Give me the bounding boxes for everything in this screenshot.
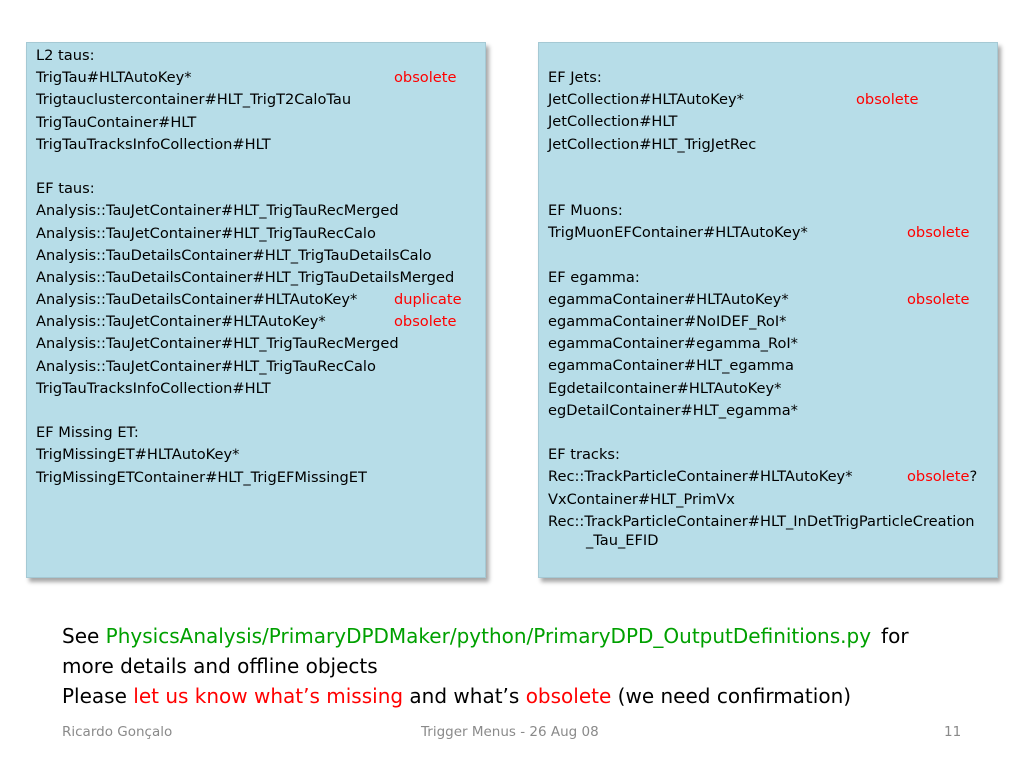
spacer bbox=[36, 400, 477, 422]
collection-name: Analysis::TauJetContainer#HLTAutoKey* bbox=[36, 313, 326, 331]
collection-name: Analysis::TauDetailsContainer#HLTAutoKey… bbox=[36, 291, 358, 309]
duplicate-tag: duplicate bbox=[394, 291, 462, 309]
list-item: Analysis::TauJetContainer#HLT_TrigTauRec… bbox=[36, 357, 376, 375]
list-item: Analysis::TauDetailsContainer#HLT_TrigTa… bbox=[36, 246, 432, 264]
list-item: VxContainer#HLT_PrimVx bbox=[548, 490, 735, 508]
obsolete-link[interactable]: obsolete bbox=[525, 684, 612, 708]
l2-taus-heading: L2 taus: bbox=[36, 47, 95, 64]
page-number: 11 bbox=[944, 724, 962, 740]
list-item: TrigMissingET#HLTAutoKey* bbox=[36, 446, 240, 464]
ef-jets-heading: EF Jets: bbox=[548, 69, 602, 86]
missing-link[interactable]: let us know what’s missing bbox=[133, 684, 404, 708]
confirmation-text: (we need confirmation) bbox=[617, 684, 852, 708]
collection-name: egammaContainer#HLTAutoKey* bbox=[548, 290, 789, 308]
list-item: Egdetailcontainer#HLTAutoKey* bbox=[548, 379, 782, 397]
please-text: Please bbox=[62, 684, 127, 708]
obsolete-tag: obsolete bbox=[907, 290, 970, 308]
file-path-link[interactable]: PhysicsAnalysis/PrimaryDPDMaker/python/P… bbox=[105, 624, 872, 648]
spacer bbox=[548, 178, 991, 200]
footer-line-2: more details and offline objects bbox=[62, 654, 378, 678]
list-item: TrigTau#HLTAutoKey* obsolete bbox=[36, 67, 477, 89]
for-text: for bbox=[881, 624, 909, 648]
list-item: egDetailContainer#HLT_egamma* bbox=[548, 401, 798, 419]
list-item: TrigTauContainer#HLT bbox=[36, 113, 197, 131]
ef-muons-heading: EF Muons: bbox=[548, 202, 623, 220]
list-item: egammaContainer#NoIDEF_RoI* bbox=[548, 313, 787, 331]
list-item: TrigMuonEFContainer#HLTAutoKey* obsolete bbox=[548, 222, 991, 244]
spacer bbox=[548, 245, 991, 267]
ef-taus-heading: EF taus: bbox=[36, 180, 95, 198]
and-whats-text: and what’s bbox=[409, 684, 520, 708]
ef-missing-et-heading: EF Missing ET: bbox=[36, 424, 139, 442]
list-item: Analysis::TauJetContainer#HLT_TrigTauRec… bbox=[36, 335, 399, 353]
collection-name: TrigMuonEFContainer#HLTAutoKey* bbox=[548, 224, 808, 242]
list-item: egammaContainer#HLT_egamma bbox=[548, 357, 794, 375]
list-item: egammaContainer#egamma_RoI* bbox=[548, 335, 798, 353]
list-item: JetCollection#HLTAutoKey* obsolete bbox=[548, 89, 991, 111]
list-item: TrigMissingETContainer#HLT_TrigEFMissing… bbox=[36, 468, 367, 486]
list-item: Rec::TrackParticleContainer#HLT_InDetTri… bbox=[548, 512, 975, 530]
collection-name: TrigTau#HLTAutoKey* bbox=[36, 69, 192, 87]
list-item: Analysis::TauDetailsContainer#HLTAutoKey… bbox=[36, 289, 477, 311]
ef-egamma-heading: EF egamma: bbox=[548, 268, 640, 286]
collection-name: Rec::TrackParticleContainer#HLTAutoKey* bbox=[548, 468, 853, 486]
obsolete-tag: obsolete? bbox=[907, 466, 977, 488]
spacer bbox=[548, 422, 991, 444]
list-item: Analysis::TauJetContainer#HLT_TrigTauRec… bbox=[36, 224, 376, 242]
obsolete-tag: obsolete bbox=[856, 91, 919, 109]
list-item: Analysis::TauJetContainer#HLTAutoKey* ob… bbox=[36, 311, 477, 333]
slide-footer-title: Trigger Menus - 26 Aug 08 bbox=[421, 724, 599, 740]
ef-tracks-heading: EF tracks: bbox=[548, 446, 620, 464]
obsolete-word: obsolete bbox=[907, 468, 970, 486]
obsolete-tag: obsolete bbox=[907, 224, 970, 242]
list-item: Analysis::TauJetContainer#HLT_TrigTauRec… bbox=[36, 202, 399, 220]
see-text: See bbox=[62, 624, 100, 648]
right-text-panel: EF Jets: JetCollection#HLTAutoKey* obsol… bbox=[538, 42, 998, 578]
list-item: Rec::TrackParticleContainer#HLTAutoKey* … bbox=[548, 466, 991, 488]
collection-name: JetCollection#HLTAutoKey* bbox=[548, 91, 744, 109]
obsolete-tag: obsolete bbox=[394, 69, 457, 87]
list-item-continuation: _Tau_EFID bbox=[586, 531, 659, 549]
list-item: TrigTauTracksInfoCollection#HLT bbox=[36, 135, 271, 153]
author-label: Ricardo Gonçalo bbox=[62, 724, 173, 740]
obsolete-tag: obsolete bbox=[394, 313, 457, 331]
spacer bbox=[548, 156, 991, 178]
footer-line-3: Please let us know what’s missing and wh… bbox=[62, 681, 1002, 711]
list-item: Trigtauclustercontainer#HLT_TrigT2CaloTa… bbox=[36, 91, 352, 109]
spacer bbox=[36, 156, 477, 178]
left-text-panel: L2 taus: TrigTau#HLTAutoKey* obsolete Tr… bbox=[26, 42, 486, 578]
list-item: TrigTauTracksInfoCollection#HLT bbox=[36, 379, 271, 397]
footer-note: See PhysicsAnalysis/PrimaryDPDMaker/pyth… bbox=[62, 621, 1002, 711]
list-item: JetCollection#HLT_TrigJetRec bbox=[548, 135, 757, 153]
footer-line-1: See PhysicsAnalysis/PrimaryDPDMaker/pyth… bbox=[62, 621, 1002, 651]
question-mark: ? bbox=[969, 468, 978, 486]
list-item: egammaContainer#HLTAutoKey* obsolete bbox=[548, 289, 991, 311]
list-item: JetCollection#HLT bbox=[548, 113, 678, 131]
list-item: Analysis::TauDetailsContainer#HLT_TrigTa… bbox=[36, 268, 455, 286]
